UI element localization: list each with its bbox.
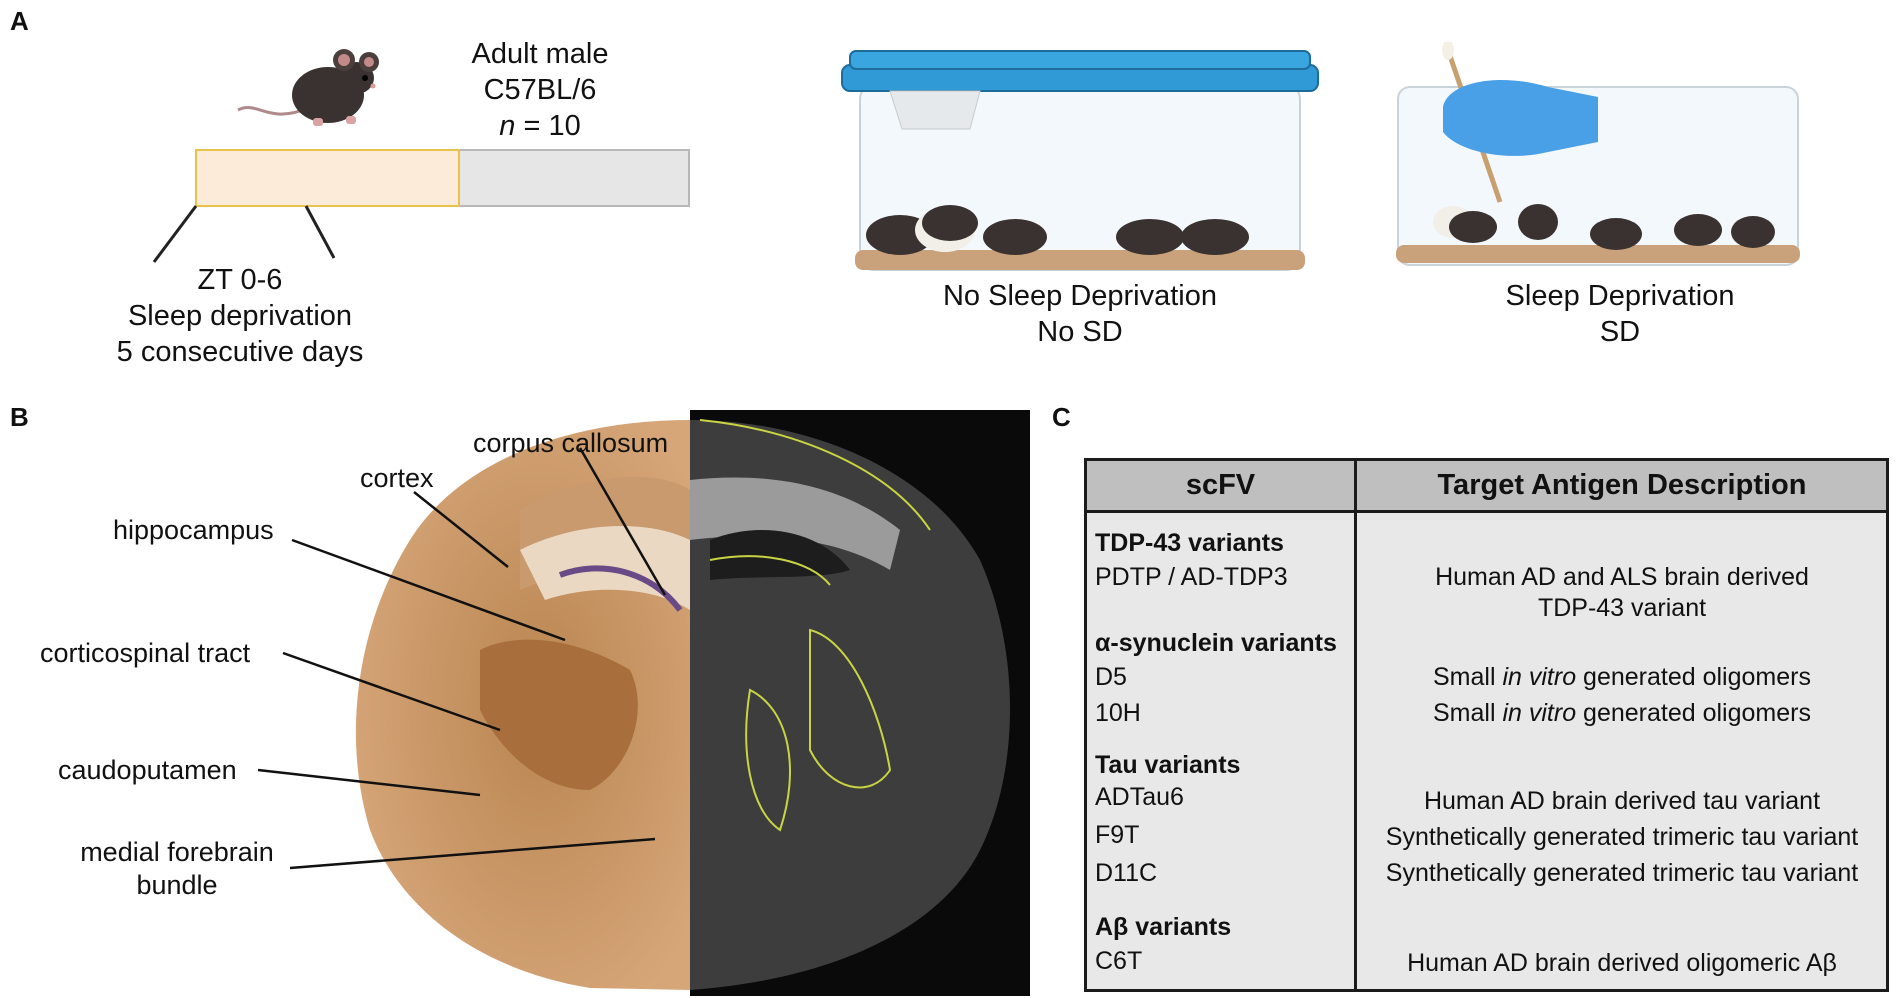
row-desc: Synthetically generated trimeric tau var… — [1385, 859, 1859, 887]
row-name: 10H — [1095, 699, 1141, 727]
label-cortex: cortex — [360, 463, 434, 493]
column-divider — [1354, 461, 1357, 989]
row-name: D11C — [1095, 859, 1158, 887]
sd-line-1: ZT 0-6 — [197, 264, 283, 296]
panel-label-a: A — [10, 6, 29, 36]
group-tau: Tau variants — [1095, 751, 1241, 779]
label-corpus-callosum: corpus callosum — [473, 428, 669, 458]
row-desc: Synthetically generated trimeric tau var… — [1385, 823, 1859, 851]
row-desc: Small in vitro generated oligomers — [1433, 699, 1811, 727]
sd-line-3: 5 consecutive days — [116, 336, 364, 368]
group-tdp43: TDP-43 variants — [1095, 529, 1284, 557]
header-scfv: scFV — [1185, 469, 1256, 501]
panel-label-c: C — [1052, 402, 1071, 432]
cage-no-sd-line-1: No Sleep Deprivation — [942, 280, 1218, 312]
cage-sd-line-2: SD — [1599, 316, 1641, 348]
row-name: ADTau6 — [1095, 783, 1184, 811]
sd-bracket-lines — [152, 205, 336, 263]
subject-n: n = 10 — [499, 110, 581, 142]
row-name: PDTP / AD-TDP3 — [1095, 563, 1288, 591]
row-desc-line-2: TDP-43 variant — [1537, 594, 1707, 622]
group-alpha-synuclein: α-synuclein variants — [1095, 629, 1337, 657]
cage-no-sd-illustration — [841, 50, 1319, 271]
row-name: F9T — [1095, 821, 1140, 849]
brain-section-image — [355, 410, 1030, 996]
panel-label-b: B — [10, 402, 29, 432]
label-hippocampus: hippocampus — [113, 515, 274, 545]
cage-no-sd-line-2: No SD — [1037, 316, 1123, 348]
subject-line-1: Adult male — [471, 38, 609, 70]
sd-period-bar — [195, 149, 460, 207]
row-desc-line-1: Human AD and ALS brain derived — [1435, 563, 1809, 591]
row-name: C6T — [1095, 947, 1143, 975]
scfv-table: scFV Target Antigen Description TDP-43 v… — [1084, 458, 1889, 992]
header-description: Target Antigen Description — [1437, 469, 1807, 501]
sd-line-2: Sleep deprivation — [127, 300, 353, 332]
cage-sd-illustration — [1396, 42, 1800, 266]
label-corticospinal-tract: corticospinal tract — [40, 638, 251, 668]
label-caudoputamen: caudoputamen — [58, 755, 237, 785]
cage-sd-line-1: Sleep Deprivation — [1505, 280, 1735, 312]
mouse-icon — [237, 49, 379, 126]
subject-line-2: C57BL/6 — [483, 74, 597, 106]
rest-period-bar — [460, 149, 690, 207]
brain-leader-lines — [257, 447, 667, 870]
row-name: D5 — [1095, 663, 1127, 691]
table-header-row — [1087, 461, 1886, 513]
label-medial-forebrain-line-2: bundle — [136, 870, 218, 900]
row-desc: Human AD brain derived tau variant — [1423, 787, 1821, 815]
group-abeta: Aβ variants — [1095, 913, 1232, 941]
row-desc: Small in vitro generated oligomers — [1433, 663, 1811, 691]
label-medial-forebrain-line-1: medial forebrain — [80, 837, 274, 867]
row-desc: Human AD brain derived oligomeric Aβ — [1407, 949, 1837, 977]
